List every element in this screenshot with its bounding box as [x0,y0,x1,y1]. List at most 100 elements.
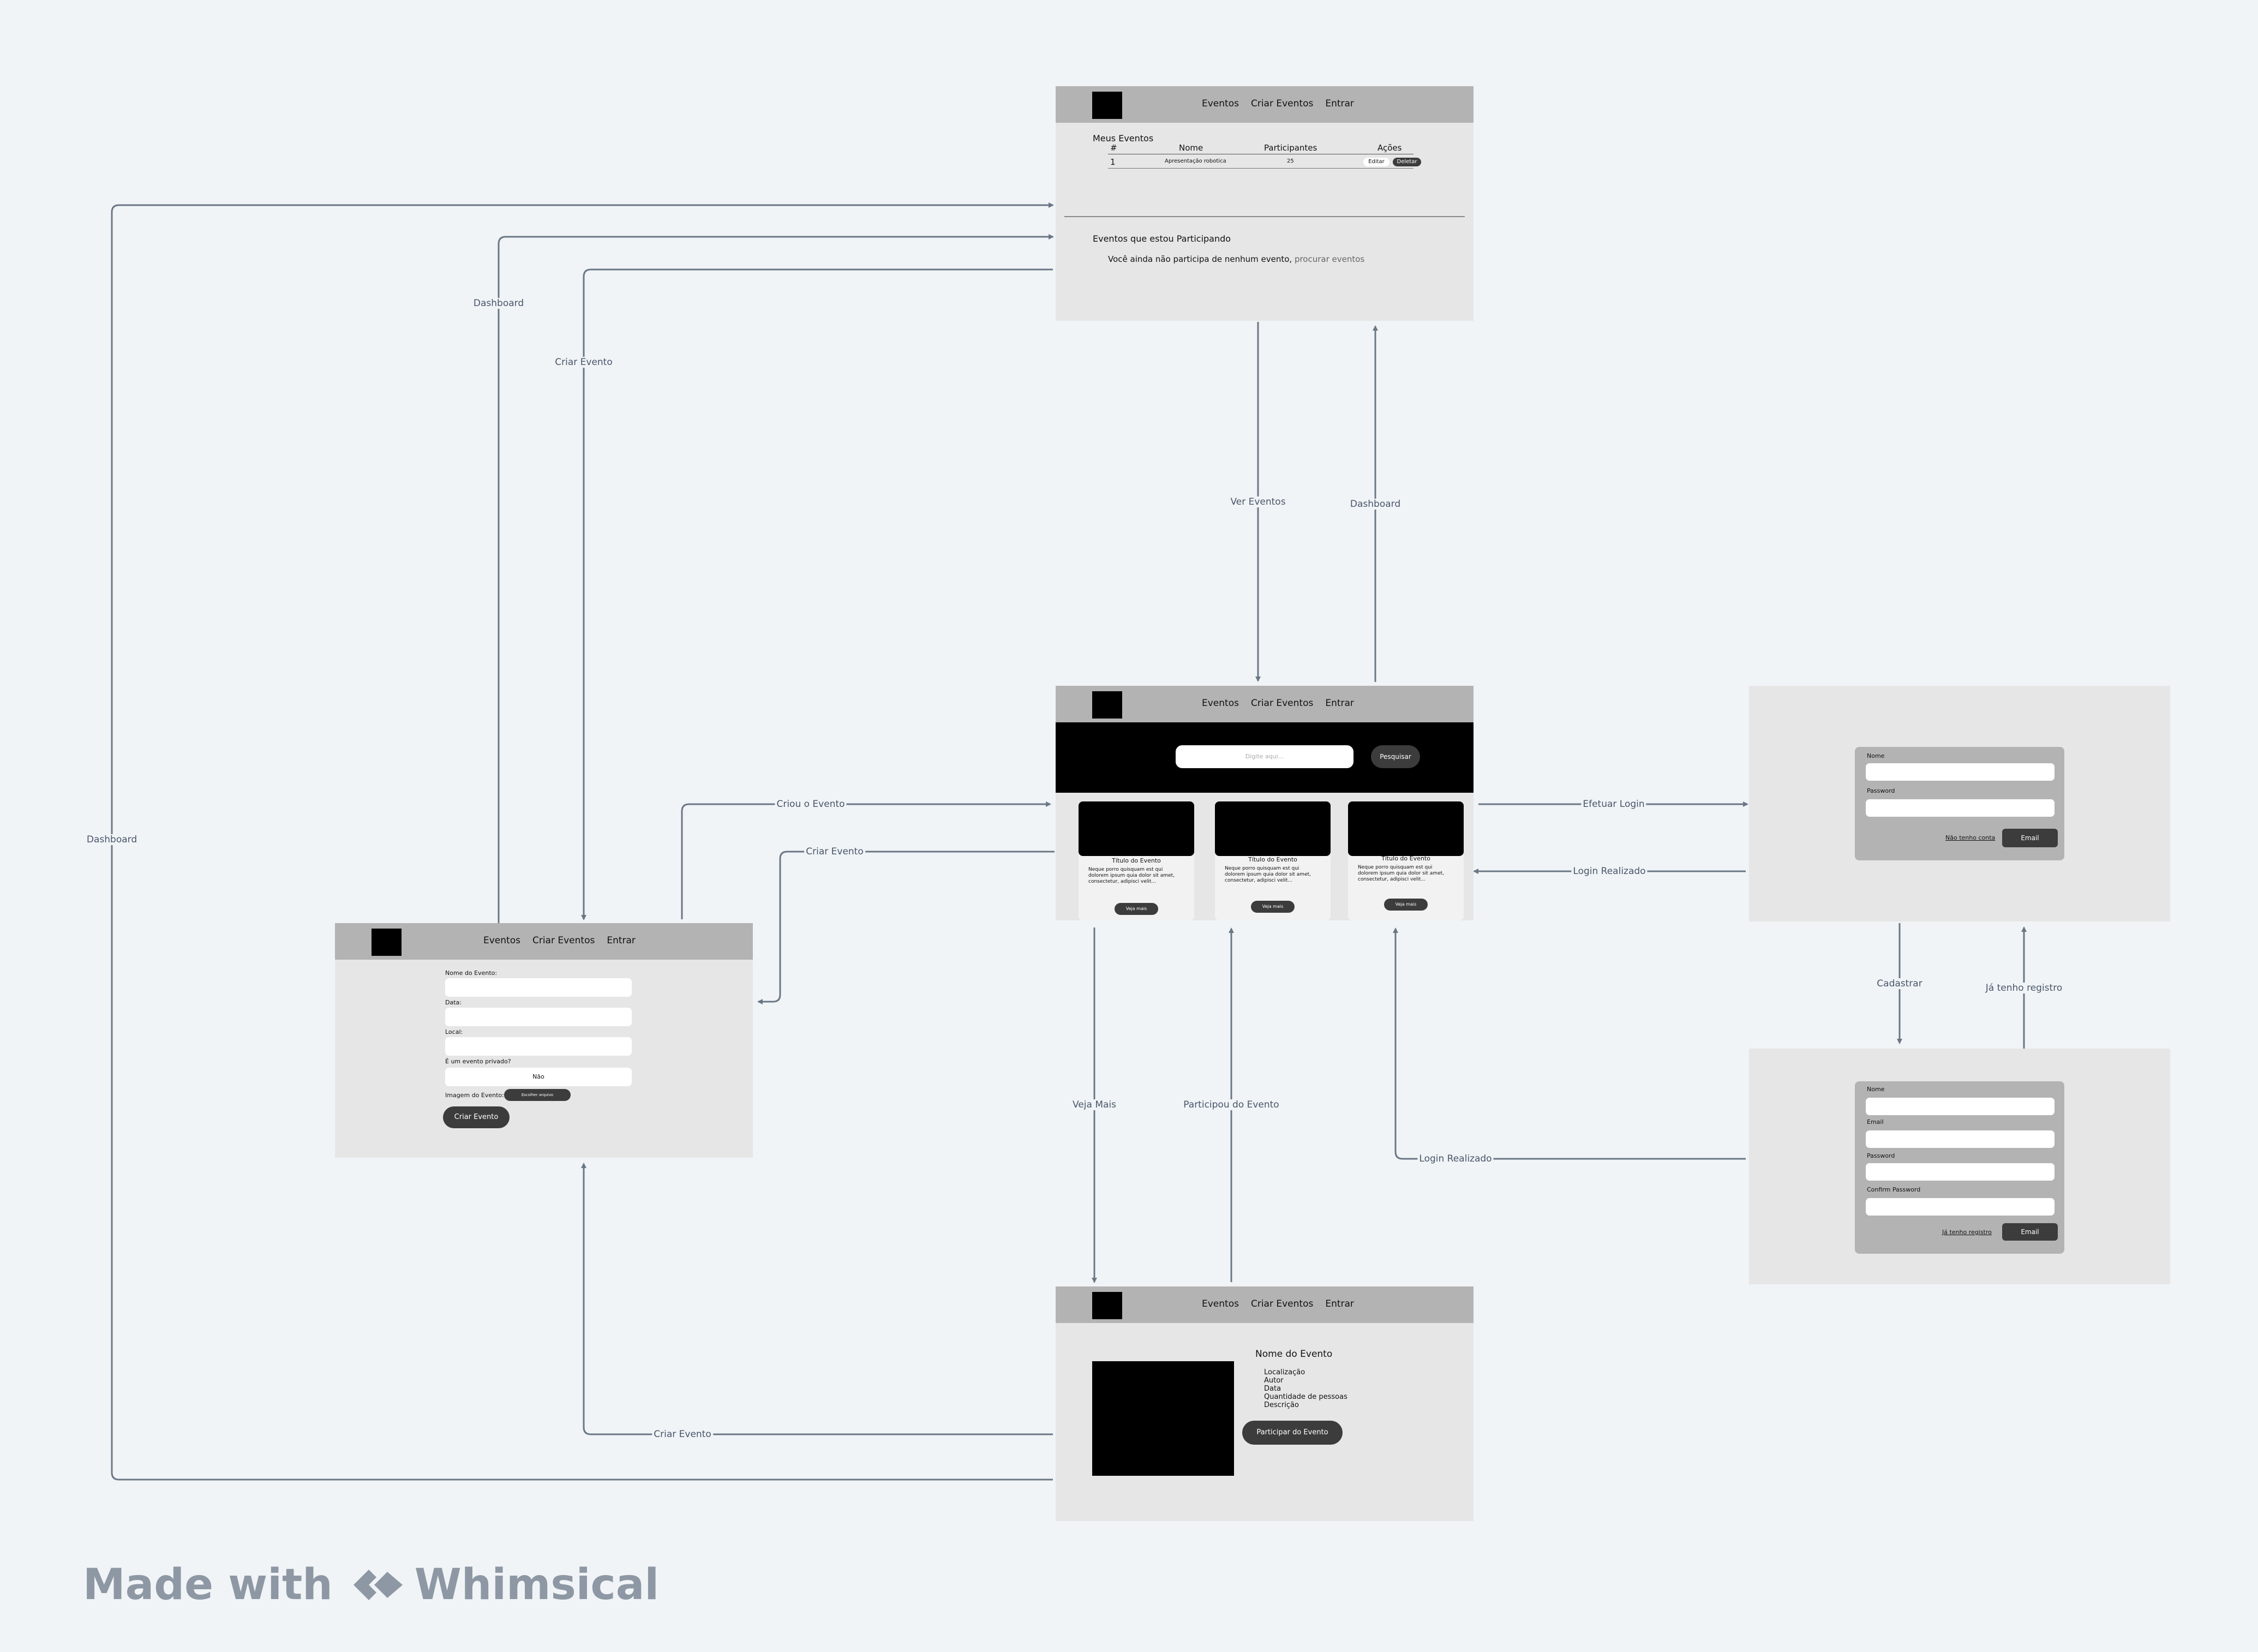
label-password: Password [1867,787,1895,794]
edge-criar-evento-bottom [581,1163,1053,1435]
nav-criar-eventos[interactable]: Criar Eventos [1250,98,1314,109]
empty-message-text: Você ainda não participa de nenhum event… [1108,254,1292,264]
see-more-button[interactable]: Veja mais [1251,901,1295,913]
register-frame: Nome Email Password Confirm Password Já … [1749,1049,2170,1284]
edge-label-dashboard-left: Dashboard [85,834,139,845]
event-card: Título do Evento Neque porro quisquam es… [1348,801,1464,920]
nav-entrar[interactable]: Entrar [607,935,636,946]
table-header-nome: Nome [1179,143,1203,153]
edge-criar-evento-top [581,268,1053,920]
edge-label-cadastrar: Cadastrar [1875,978,1924,989]
data-input[interactable] [445,1008,632,1026]
privado-select[interactable]: Não [445,1068,632,1086]
password-input[interactable] [1866,799,2055,817]
event-card: Título do Evento Neque porro quisquam es… [1079,801,1194,920]
nav-entrar[interactable]: Entrar [1325,698,1354,709]
table-header-acoes: Ações [1377,143,1402,153]
login-frame: Nome Password Não tenho conta Email [1749,686,2170,921]
edge-label-criou-o-evento: Criou o Evento [775,799,847,810]
edit-button[interactable]: Editar [1363,158,1389,166]
edge-criou-o-evento [681,801,1051,919]
browse-events-link[interactable]: procurar eventos [1294,254,1365,264]
edge-label-login-realizado-1: Login Realizado [1571,866,1648,877]
nav-links: Eventos Criar Eventos Entrar [483,935,636,946]
search-button[interactable]: Pesquisar [1371,745,1420,768]
navbar: Eventos Criar Eventos Entrar [1056,1286,1474,1323]
search-input[interactable]: Digite aqui... [1176,745,1353,768]
no-account-link[interactable]: Não tenho conta [1945,834,1996,841]
table-cell-nome: Apresentação robotica [1165,158,1226,164]
navbar: Eventos Criar Eventos Entrar [1056,86,1474,123]
delete-button[interactable]: Deletar [1393,158,1421,166]
whimsical-logo-icon [353,1570,403,1600]
navbar: Eventos Criar Eventos Entrar [335,923,753,960]
edge-label-efetuar-login: Efetuar Login [1581,799,1646,810]
nav-links: Eventos Criar Eventos Entrar [1202,98,1354,109]
hero-banner: Digite aqui... Pesquisar [1056,722,1474,793]
table-cell-participantes: 25 [1287,158,1294,164]
event-thumbnail [1215,801,1331,856]
confirm-password-input[interactable] [1866,1198,2055,1216]
logo [372,929,402,956]
register-email-button[interactable]: Email [2002,1223,2058,1241]
label-local: Local: [445,1028,463,1036]
participate-button[interactable]: Participar do Evento [1242,1421,1343,1445]
event-info-author: Autor [1264,1376,1284,1385]
empty-message: Você ainda não participa de nenhum event… [1108,254,1364,264]
see-more-button[interactable]: Veja mais [1115,903,1158,915]
create-event-frame: Eventos Criar Eventos Entrar Nome do Eve… [335,923,753,1158]
nav-links: Eventos Criar Eventos Entrar [1202,698,1354,709]
see-more-button[interactable]: Veja mais [1384,899,1428,911]
nav-criar-eventos[interactable]: Criar Eventos [1250,1298,1314,1309]
event-title: Nome do Evento [1255,1349,1333,1360]
edge-dashboard-mid [498,234,1054,923]
nome-input[interactable] [1866,763,2055,781]
login-email-button[interactable]: Email [2002,829,2058,847]
section-divider [1064,216,1465,217]
create-event-submit[interactable]: Criar Evento [443,1106,510,1128]
label-data: Data: [445,999,462,1006]
event-card-title: Título do Evento [1112,857,1161,864]
edge-label-veja-mais: Veja Mais [1071,1099,1118,1110]
have-account-link[interactable]: Já tenho registro [1942,1229,1992,1236]
home-frame: Eventos Criar Eventos Entrar Digite aqui… [1056,686,1474,920]
label-nome-evento: Nome do Evento: [445,969,498,977]
nav-entrar[interactable]: Entrar [1325,98,1354,109]
label-nome: Nome [1867,752,1885,759]
event-info-description: Descrição [1264,1401,1299,1409]
nav-eventos[interactable]: Eventos [1202,1298,1239,1309]
email-input[interactable] [1866,1130,2055,1148]
event-info-date: Data [1264,1385,1281,1393]
nav-entrar[interactable]: Entrar [1325,1298,1354,1309]
nav-criar-eventos[interactable]: Criar Eventos [1250,698,1314,709]
event-thumbnail [1079,801,1194,856]
nome-evento-input[interactable] [445,978,632,997]
event-detail-frame: Eventos Criar Eventos Entrar Nome do Eve… [1056,1286,1474,1521]
edge-label-participou: Participou do Evento [1182,1099,1281,1110]
event-card-desc: Neque porro quisquam est qui dolorem ips… [1358,865,1444,882]
password-input[interactable] [1866,1163,2055,1181]
nav-links: Eventos Criar Eventos Entrar [1202,1298,1354,1309]
nav-eventos[interactable]: Eventos [1202,98,1239,109]
nav-criar-eventos[interactable]: Criar Eventos [532,935,595,946]
nome-input[interactable] [1866,1098,2055,1115]
event-card-title: Título do Evento [1381,855,1430,862]
nav-eventos[interactable]: Eventos [483,935,520,946]
label-imagem: Imagem do Evento: [445,1092,504,1099]
file-choose-button[interactable]: Escolher arquivo [504,1089,571,1101]
edge-label-criar-evento-bottom: Criar Evento [652,1429,713,1440]
event-image [1092,1361,1234,1476]
event-info-location: Localização [1264,1368,1305,1376]
edge-label-login-realizado-2: Login Realizado [1417,1153,1494,1164]
event-info-list: Localização Autor Data Quantidade de pes… [1264,1368,1347,1409]
edge-criar-evento-mid [757,851,1055,1004]
event-card-title: Título do Evento [1248,856,1297,863]
local-input[interactable] [445,1037,632,1056]
login-card: Nome Password Não tenho conta Email [1855,747,2064,860]
edge-label-dashboard-mid: Dashboard [471,298,526,309]
whimsical-brand-text: Whimsical [414,1560,660,1609]
event-thumbnail [1348,801,1464,856]
label-email: Email [1867,1118,1884,1126]
event-card: Título do Evento Neque porro quisquam es… [1215,801,1331,920]
nav-eventos[interactable]: Eventos [1202,698,1239,709]
